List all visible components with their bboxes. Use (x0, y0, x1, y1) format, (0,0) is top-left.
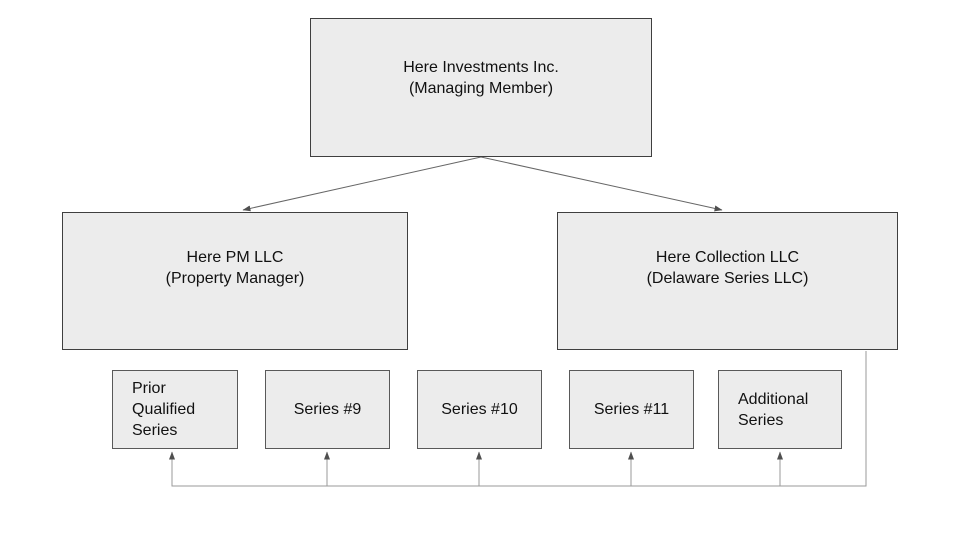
node-additional-series: Additional Series (718, 370, 842, 449)
node-series-11: Series #11 (569, 370, 694, 449)
node-property-manager-label: Here PM LLC (Property Manager) (165, 249, 305, 287)
edge-series-llc-to-prior-qualified-series (169, 351, 867, 487)
edge-top-to-series-llc (480, 156, 723, 212)
node-additional-series-label: Additional Series (738, 390, 809, 429)
node-managing-member: Here Investments Inc. (Managing Member) (310, 18, 652, 157)
node-series-10: Series #10 (417, 370, 542, 449)
node-prior-qualified-series-label: Prior Qualified Series (132, 380, 196, 439)
node-series-llc: Here Collection LLC (Delaware Series LLC… (557, 212, 898, 350)
node-series-11-label: Series #11 (593, 401, 670, 418)
edge-top-to-property-manager (242, 156, 482, 212)
node-managing-member-label: Here Investments Inc. (Managing Member) (403, 58, 559, 97)
node-series-llc-label: Here Collection LLC (Delaware Series LLC… (646, 249, 809, 287)
node-series-9-label: Series #9 (293, 401, 362, 418)
node-series-9: Series #9 (265, 370, 390, 449)
node-property-manager: Here PM LLC (Property Manager) (62, 212, 408, 350)
node-prior-qualified-series: Prior Qualified Series (112, 370, 238, 449)
node-series-10-label: Series #10 (441, 401, 518, 418)
